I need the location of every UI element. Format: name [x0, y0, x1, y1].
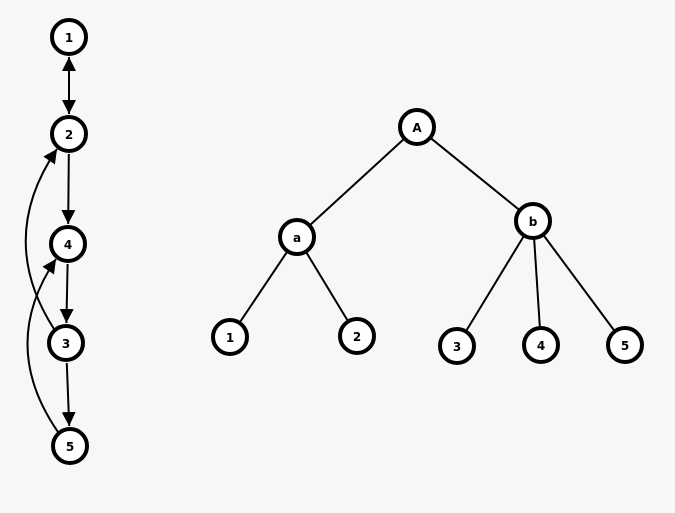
- graph-node-3: 3: [47, 324, 85, 362]
- tree-node-b: b: [514, 202, 552, 240]
- node-circle: [438, 327, 476, 365]
- edge-g4-g3: [59, 263, 74, 324]
- node-label: 4: [64, 238, 72, 252]
- node-label: 2: [353, 330, 361, 344]
- graph-node-1: 1: [50, 18, 88, 56]
- node-label: A: [412, 121, 422, 135]
- edge-g3-g2: [24, 148, 58, 330]
- edge-g5-g4: [26, 258, 59, 433]
- node-label: 2: [65, 128, 73, 142]
- tree-node-4: 4: [522, 326, 560, 364]
- edge-A-a: [308, 137, 406, 227]
- edge-a-t2: [304, 251, 350, 322]
- edge-b-t5: [542, 234, 616, 332]
- edge-a-t1: [238, 250, 289, 324]
- node-label: 5: [621, 339, 629, 353]
- directed-graph: 1 2 4 3 5: [47, 18, 89, 465]
- edge-A-b: [429, 136, 521, 212]
- edge-b-t3: [464, 235, 526, 332]
- node-circle: [398, 108, 436, 146]
- node-label: 1: [65, 31, 73, 45]
- node-circle: [211, 318, 249, 356]
- node-circle: [514, 202, 552, 240]
- tree-node-A: A: [398, 108, 436, 146]
- node-label: 3: [453, 340, 461, 354]
- node-circle: [522, 326, 560, 364]
- node-label: 3: [62, 337, 70, 351]
- node-circle: [50, 115, 88, 153]
- node-label: b: [529, 215, 538, 229]
- edge-b-t4: [533, 237, 541, 329]
- node-label: 1: [226, 331, 234, 345]
- node-label: a: [293, 231, 301, 245]
- node-circle: [49, 225, 87, 263]
- node-circle: [338, 317, 376, 355]
- edge-g2-g4: [61, 153, 76, 225]
- node-circle: [606, 326, 644, 364]
- tree-node-3: 3: [438, 327, 476, 365]
- node-label: 5: [66, 440, 74, 454]
- tree-edges: [238, 136, 616, 332]
- node-circle: [47, 324, 85, 362]
- edge-g3-g5: [61, 362, 76, 427]
- node-label: 4: [537, 339, 545, 353]
- directed-graph-edges: [24, 57, 76, 433]
- node-circle: [51, 427, 89, 465]
- tree-node-1: 1: [211, 318, 249, 356]
- graph-node-5: 5: [51, 427, 89, 465]
- graph-node-4: 4: [49, 225, 87, 263]
- tree-node-a: a: [278, 218, 316, 256]
- node-circle: [50, 18, 88, 56]
- tree-diagram: Aa b 1 2 3 4 5: [211, 108, 644, 365]
- tree-node-2: 2: [338, 317, 376, 355]
- graph-node-2: 2: [50, 115, 88, 153]
- tree-node-5: 5: [606, 326, 644, 364]
- node-circle: [278, 218, 316, 256]
